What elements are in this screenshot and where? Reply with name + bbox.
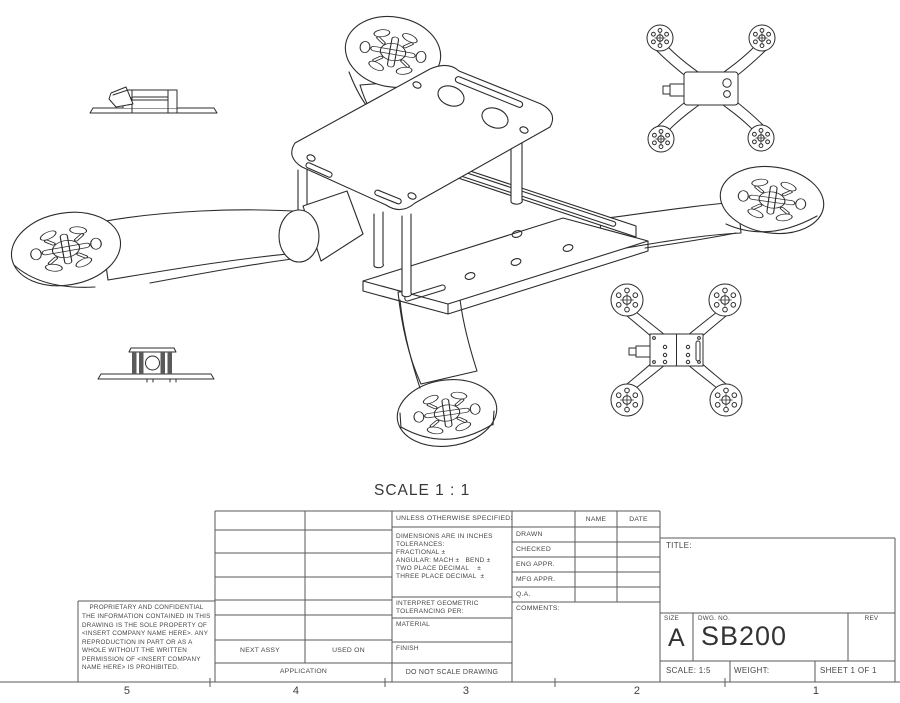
next-assy-label: NEXT ASSY — [240, 647, 280, 654]
comments-label: COMMENTS: — [516, 605, 560, 612]
approval-row-mfg-appr: MFG APPR. — [516, 576, 556, 583]
zone-number-5: 5 — [123, 685, 131, 697]
finish-label: FINISH — [396, 645, 419, 652]
bottom-plate-view — [610, 283, 743, 417]
view-scale-note: SCALE 1 : 1 — [374, 482, 471, 499]
application-label: APPLICATION — [279, 668, 328, 675]
tolerance-line: THREE PLACE DECIMAL ± — [396, 573, 485, 580]
approval-row-qa: Q.A. — [516, 591, 531, 598]
rev-label: REV — [864, 615, 879, 622]
zone-number-1: 1 — [812, 685, 820, 697]
approval-row-drawn: DRAWN — [516, 531, 543, 538]
tolerance-line: DIMENSIONS ARE IN INCHES — [396, 533, 493, 540]
do-not-scale-label: DO NOT SCALE DRAWING — [405, 669, 499, 676]
proprietary-title: PROPRIETARY AND CONFIDENTIAL — [89, 604, 204, 611]
used-on-label: USED ON — [332, 647, 365, 654]
dwg-no-label: DWG. NO. — [698, 615, 731, 622]
top-view — [646, 24, 776, 153]
zone-number-2: 2 — [633, 685, 641, 697]
drawing-area — [10, 15, 825, 447]
dwg-no-value: SB200 — [701, 621, 788, 651]
isometric-view — [10, 15, 825, 447]
interpret-label: INTERPRET GEOMETRIC TOLERANCING PER: — [396, 600, 479, 616]
tolerance-line: TWO PLACE DECIMAL ± — [396, 565, 482, 572]
name-header: NAME — [585, 516, 607, 523]
tolerance-line: FRACTIONAL ± — [396, 549, 446, 556]
proprietary-body: THE INFORMATION CONTAINED IN THIS DRAWIN… — [82, 613, 211, 671]
side-view — [89, 86, 218, 114]
title-label: TITLE: — [666, 541, 692, 550]
tolerance-header: UNLESS OTHERWISE SPECIFIED: — [396, 515, 513, 522]
tolerance-line: TOLERANCES: — [396, 541, 445, 548]
zone-number-3: 3 — [462, 685, 470, 697]
tolerance-line: ANGULAR: MACH ± BEND ± — [396, 557, 491, 564]
approval-row-eng-appr: ENG APPR. — [516, 561, 555, 568]
zone-number-4: 4 — [292, 685, 300, 697]
front-view — [97, 347, 215, 383]
date-header: DATE — [629, 516, 648, 523]
size-label: SIZE — [664, 615, 679, 622]
sheet-label: SHEET 1 OF 1 — [820, 666, 877, 675]
approval-row-checked: CHECKED — [516, 546, 551, 553]
material-label: MATERIAL — [396, 621, 431, 628]
scale-value: SCALE: 1:5 — [666, 666, 711, 675]
size-value: A — [668, 624, 685, 652]
weight-label: WEIGHT: — [734, 666, 770, 675]
